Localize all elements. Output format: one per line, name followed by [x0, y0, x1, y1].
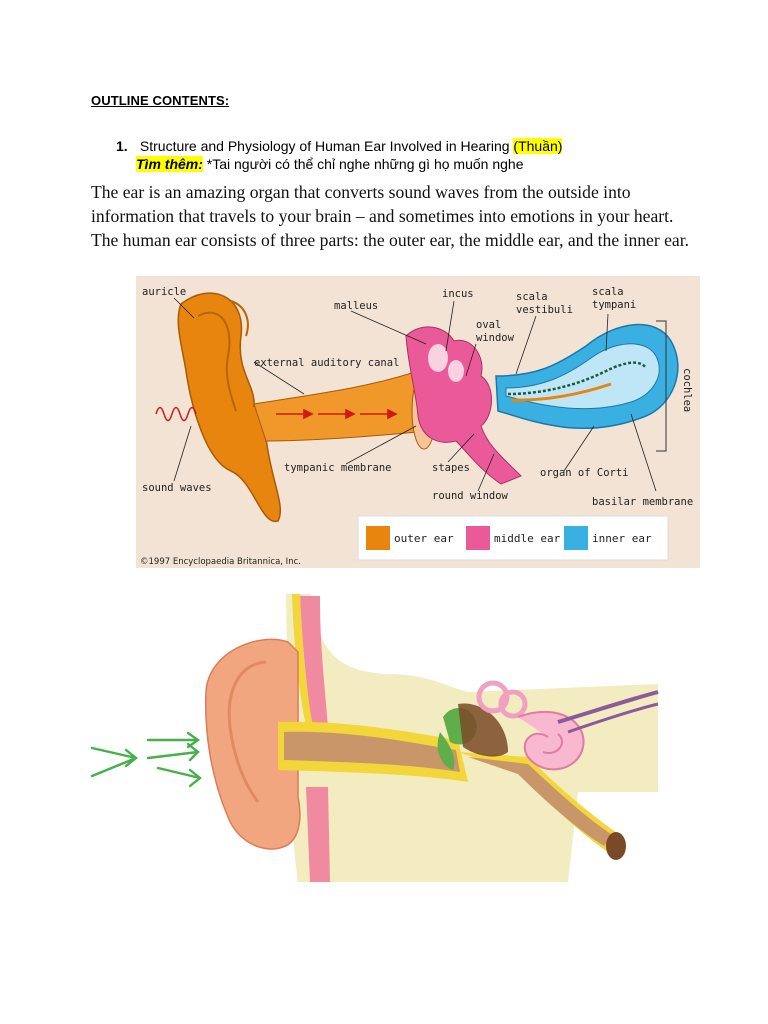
label-scala-vestibuli-1: scala [516, 291, 548, 303]
label-external-auditory-canal: external auditory canal [254, 357, 399, 369]
intro-paragraph: The ear is an amazing organ that convert… [91, 182, 690, 251]
label-scala-tympani-1: scala [592, 286, 624, 298]
outline-item-1: 1. Structure and Physiology of Human Ear… [116, 138, 563, 155]
legend-outer: outer ear [394, 532, 454, 545]
legend: outer ear middle ear inner ear [357, 515, 669, 561]
legend-swatch-middle [466, 526, 490, 550]
ear-illustration [88, 592, 668, 882]
legend-swatch-outer [366, 526, 390, 550]
label-sound-waves: sound waves [142, 482, 212, 494]
item-number: 1. [116, 138, 128, 154]
copyright: ©1997 Encyclopaedia Britannica, Inc. [140, 557, 301, 567]
legend-middle: middle ear [494, 532, 561, 545]
label-round-window: round window [432, 490, 509, 502]
legend-inner: inner ear [592, 532, 652, 545]
ear-illustration-svg [90, 594, 659, 882]
sound-arrows-icon [90, 731, 202, 788]
label-tympanic-membrane: tympanic membrane [284, 462, 391, 474]
label-malleus: malleus [334, 300, 378, 312]
ear-diagram-svg: auricle malleus incus scala vestibuli sc… [140, 286, 693, 567]
more-text: *Tai người có thể chỉ nghe những gì họ m… [206, 156, 524, 172]
item-author: (Thuần) [513, 138, 563, 154]
label-cochlea: cochlea [681, 368, 693, 412]
ear-canal-shape [253, 370, 429, 442]
more-label: Tìm thêm: [136, 156, 203, 172]
label-oval-window-1: oval [476, 319, 501, 331]
label-basilar-membrane: basilar membrane [592, 496, 693, 508]
label-oval-window-2: window [476, 332, 515, 344]
auricle-shape-2 [204, 638, 301, 850]
label-stapes: stapes [432, 462, 470, 474]
ear-diagram-labeled: auricle malleus incus scala vestibuli sc… [136, 276, 700, 568]
item-title: Structure and Physiology of Human Ear In… [139, 138, 510, 154]
legend-swatch-inner [564, 526, 588, 550]
label-organ-of-corti: organ of Corti [540, 467, 629, 479]
label-scala-tympani-2: tympani [592, 299, 636, 311]
label-incus: incus [442, 288, 474, 300]
label-scala-vestibuli-2: vestibuli [516, 304, 573, 316]
outline-item-1-more: Tìm thêm: *Tai người có thể chỉ nghe nhữ… [136, 156, 523, 173]
outline-heading: OUTLINE CONTENTS: [91, 93, 230, 108]
label-auricle: auricle [142, 286, 186, 298]
